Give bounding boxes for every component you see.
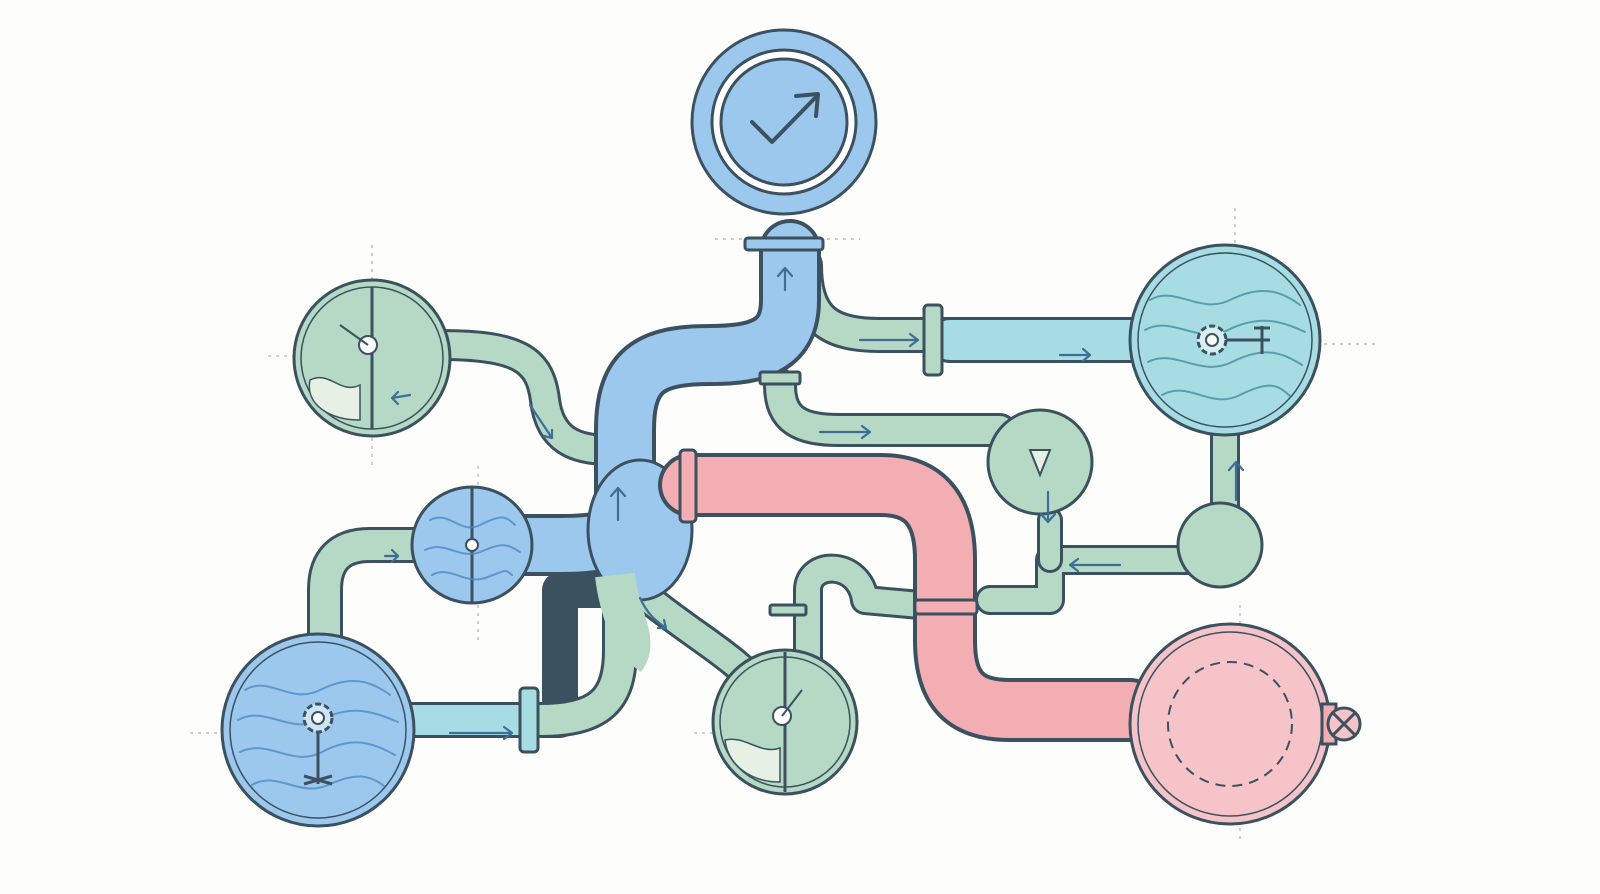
arrow-right-top (858, 332, 920, 348)
arrow-down-lower (638, 596, 668, 630)
coupling-bottom-elbow (518, 686, 540, 754)
arrow-left-tank (390, 390, 412, 406)
check-arrow-icon (750, 92, 820, 144)
gear-icon (302, 702, 334, 786)
arrow-right-mid (818, 424, 872, 440)
tank-blue-middle-left (410, 485, 534, 605)
coupling-red-inlet (678, 448, 698, 524)
top-inlet-collar (743, 236, 825, 252)
tank-red-bottom-right (1128, 622, 1362, 826)
arrow-right-left-loop (383, 548, 400, 564)
coupling-top-right (922, 303, 944, 377)
goal-badge[interactable] (690, 28, 878, 216)
arrow-left-return (1068, 557, 1122, 573)
tank-teal-top-right (1128, 243, 1322, 437)
tank-green-right-small (1176, 501, 1264, 589)
coupling-green-small (768, 603, 808, 617)
tank-green-middle-right (986, 408, 1094, 516)
pipe-couplings (518, 236, 979, 754)
tank-green-top-left (292, 278, 452, 438)
tank-green-bottom-middle (711, 648, 859, 796)
arrow-up-center (609, 486, 627, 522)
close-valve-icon (1320, 702, 1362, 746)
arrow-down-green (1039, 490, 1057, 524)
arrow-up-right (1227, 460, 1245, 502)
gear-icon (1196, 324, 1270, 356)
flow-arrows (383, 266, 1245, 741)
tank-blue-bottom-left (220, 632, 416, 828)
arrow-up-main (776, 266, 794, 292)
arrow-right-teal (1058, 347, 1092, 363)
arrow-down-left (528, 403, 554, 440)
arrow-right-bottom (448, 725, 514, 741)
coupling-red-mid (913, 598, 979, 616)
coupling-mid-green (758, 370, 802, 386)
